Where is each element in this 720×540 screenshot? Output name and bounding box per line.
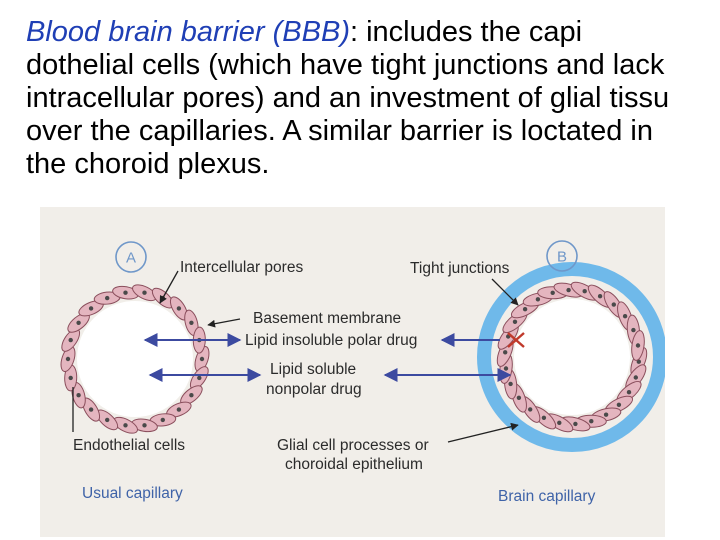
slide-title-rest: : includes the capi [349, 16, 583, 48]
cell-nucleus [522, 307, 528, 312]
cell-nucleus [105, 295, 110, 301]
slide-title-line: Blood brain barrier (BBB): includes the … [26, 16, 720, 49]
slide-body-line: over the capillaries. A similar barrier … [26, 115, 653, 147]
cell-nucleus [123, 423, 128, 428]
cell-nucleus [76, 320, 81, 325]
badge-a: A [115, 241, 147, 273]
basement-membrane-pointer [207, 318, 241, 328]
cell-nucleus [142, 290, 147, 295]
badge-b: B [546, 240, 578, 272]
cell-nucleus [68, 337, 73, 343]
cell-nucleus [541, 415, 547, 420]
cell-nucleus [535, 297, 541, 302]
cell-nucleus [199, 356, 205, 362]
usual-capillary-endothelial-ring [60, 284, 210, 434]
label-lipid-soluble-1: Lipid soluble [270, 361, 356, 378]
cell-nucleus [633, 375, 638, 380]
blocked-mark [507, 332, 525, 348]
label-usual-capillary: Usual capillary [82, 485, 183, 502]
cell-nucleus [76, 393, 81, 398]
label-brain-capillary: Brain capillary [498, 488, 596, 505]
slide-title-term: Blood brain barrier (BBB) [26, 16, 350, 48]
label-tight-junctions: Tight junctions [410, 260, 510, 277]
label-basement-membrane: Basement membrane [253, 310, 401, 327]
usual-capillary-lumen [77, 301, 193, 417]
cell-nucleus [503, 366, 509, 371]
cell-nucleus [88, 407, 94, 412]
cell-nucleus [616, 402, 622, 407]
label-endothelial-cells: Endothelial cells [73, 437, 185, 454]
cell-nucleus [589, 419, 594, 424]
glial-cell-layer [477, 262, 665, 452]
badge-b-text: B [557, 249, 567, 266]
slide-body-line: the choroid plexus. [26, 148, 270, 180]
brain-capillary-lumen [514, 299, 630, 415]
cell-nucleus [105, 417, 110, 423]
label-lipid-soluble-2: nonpolar drug [266, 381, 362, 398]
cell-nucleus [88, 306, 94, 311]
cell-nucleus [566, 287, 571, 293]
label-glial-1: Glial cell processes or [277, 437, 429, 454]
slide-text: Blood brain barrier (BBB): includes the … [26, 16, 720, 181]
cell-nucleus [636, 359, 641, 364]
lipid-insoluble-arrows [143, 332, 525, 348]
cell-nucleus [622, 314, 628, 319]
cell-nucleus [557, 420, 562, 425]
cell-nucleus [176, 407, 182, 412]
cell-nucleus [631, 327, 636, 333]
cell-nucleus [611, 302, 616, 307]
label-lipid-insoluble: Lipid insoluble polar drug [245, 332, 417, 349]
cell-nucleus [176, 306, 182, 311]
cell-nucleus [582, 289, 587, 294]
intercellular-pores-pointer [159, 270, 179, 304]
cell-nucleus [160, 417, 165, 423]
bbb-diagram: A B Intercellular pores Tight junctions … [40, 207, 665, 537]
cell-nucleus [123, 290, 128, 295]
cell-nucleus [626, 390, 632, 395]
cell-nucleus [503, 350, 508, 355]
cell-nucleus [603, 412, 609, 417]
cell-nucleus [189, 320, 194, 325]
cell-nucleus [65, 356, 71, 362]
badge-a-text: A [126, 250, 136, 267]
cell-nucleus [197, 375, 202, 381]
cell-nucleus [189, 393, 194, 398]
cell-nucleus [528, 407, 533, 412]
cell-nucleus [573, 421, 578, 427]
slide-body-line: dothelial cells (which have tight juncti… [26, 49, 665, 81]
cell-nucleus [512, 319, 518, 324]
glial-pointer [447, 422, 519, 443]
tight-junctions-pointer [491, 278, 519, 306]
cell-nucleus [508, 381, 513, 387]
cell-nucleus [597, 294, 603, 299]
slide-body-line: intracellular pores) and an investment o… [26, 82, 670, 114]
cell-nucleus [68, 375, 73, 381]
cell-nucleus [550, 290, 555, 295]
label-intercellular-pores: Intercellular pores [180, 259, 303, 276]
cell-nucleus [142, 423, 147, 428]
cell-nucleus [516, 395, 522, 400]
bbb-diagram-svg: A B Intercellular pores Tight junctions … [60, 240, 665, 505]
brain-capillary-endothelial-ring [496, 281, 648, 433]
cell-nucleus [635, 343, 641, 348]
label-glial-2: choroidal epithelium [285, 456, 423, 473]
